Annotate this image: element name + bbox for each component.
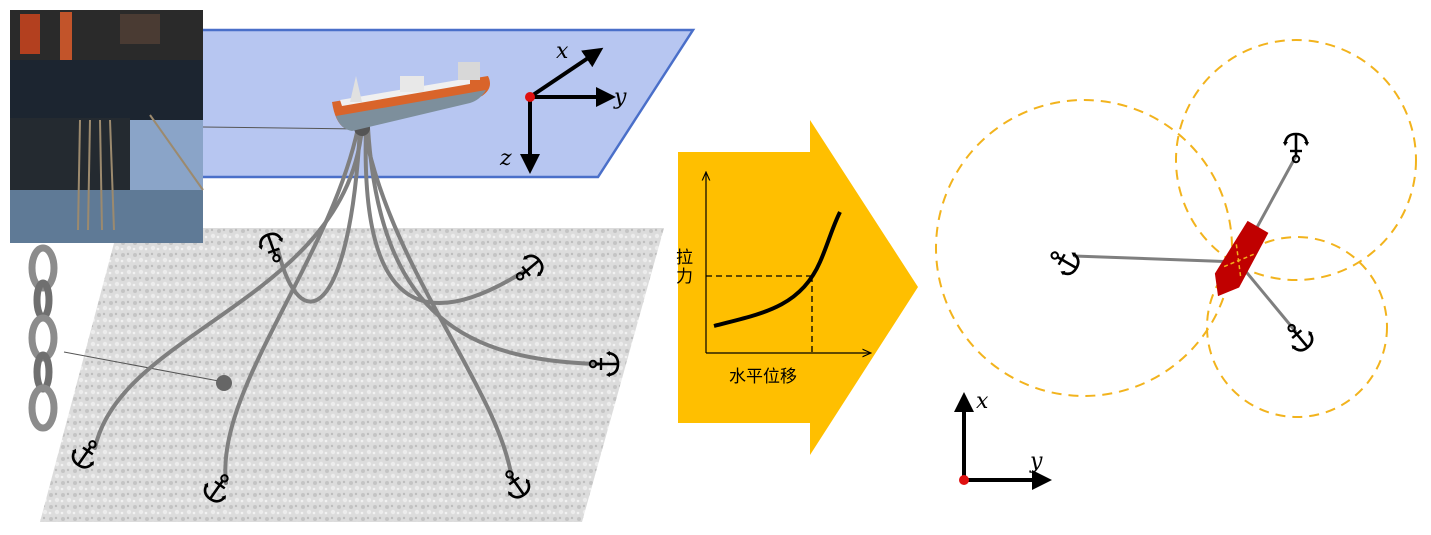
chain-node (216, 375, 232, 391)
chain-image (28, 244, 58, 432)
right-panel: x y (935, 39, 1417, 490)
fpso-ship (332, 62, 490, 131)
tension-curve (713, 211, 842, 328)
process-arrow (678, 120, 918, 455)
plan-mooring-lines (1073, 155, 1298, 333)
chart-xlabel: 水平位移 (729, 367, 797, 387)
vessel-plan (1214, 220, 1269, 297)
callout-platform (202, 126, 361, 130)
plan-axis-label-y: y (1029, 449, 1043, 474)
anchor-icon (1044, 241, 1085, 281)
callout-chain (63, 351, 225, 383)
reach-circles (935, 39, 1417, 418)
anchor-icon (1278, 315, 1319, 357)
plan-axes: x y (954, 389, 1052, 490)
plan-axis-label-x: x (976, 389, 989, 414)
center-panel: 拉力 水平位移 (672, 120, 918, 455)
axis-label-y: y (613, 85, 627, 110)
left-panel: x y z (10, 10, 696, 522)
chart-ylabel: 拉力 (672, 248, 693, 286)
axis-label-x: x (556, 39, 569, 64)
mooring-lines (93, 126, 600, 485)
axis-label-z: z (499, 146, 512, 171)
platform-photo (10, 10, 204, 243)
tension-curve-chart: 拉力 水平位移 (672, 173, 870, 387)
surface-axes: x y z (499, 39, 627, 174)
seabed-plane (40, 228, 664, 522)
